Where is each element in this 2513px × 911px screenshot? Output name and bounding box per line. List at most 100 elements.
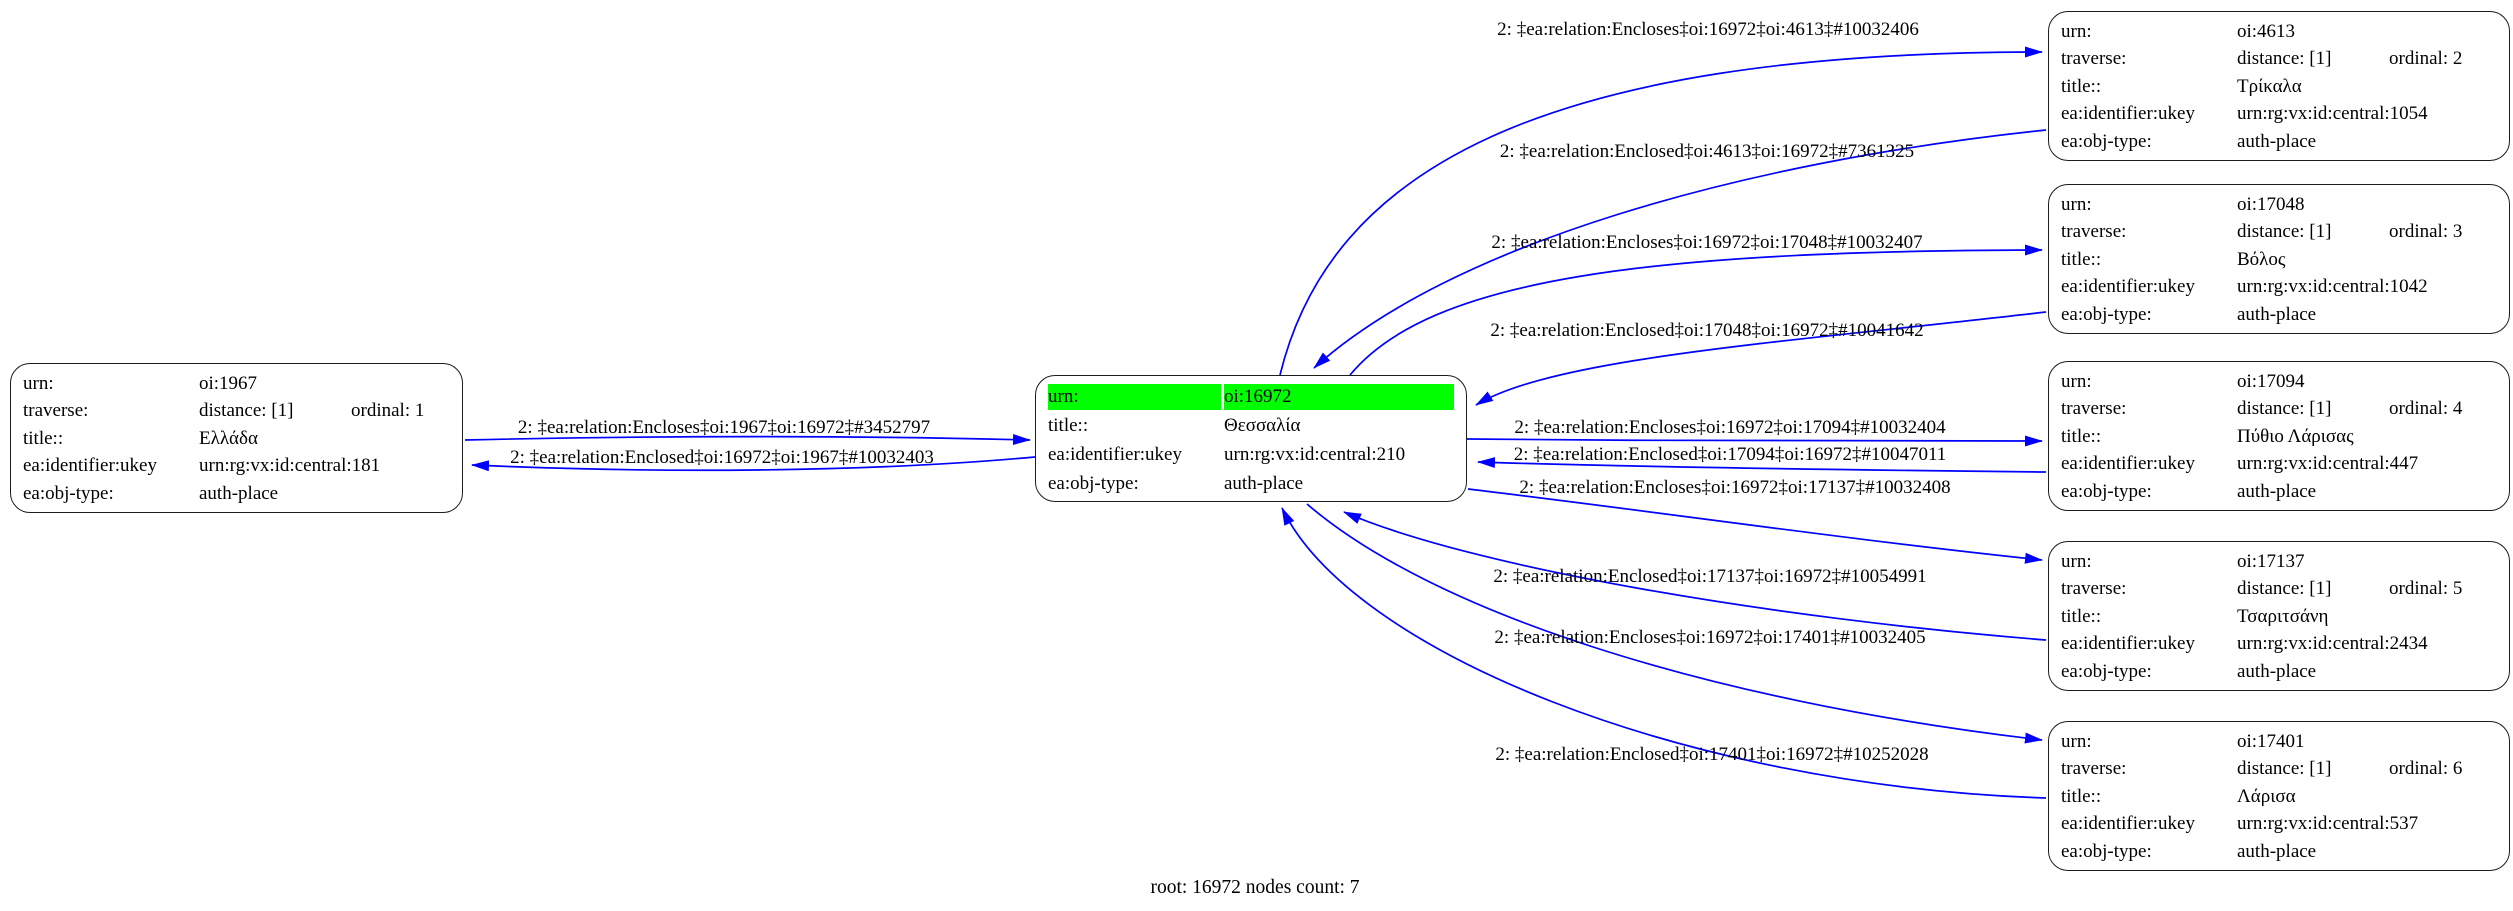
field-value-ukey: urn:rg:vx:id:central:537 xyxy=(2237,813,2419,835)
field-key-urn: urn: xyxy=(1048,383,1221,410)
field-key-title: title:: xyxy=(2061,605,2102,627)
edge-enclosed-17094-16972 xyxy=(1477,457,2047,473)
field-value-objtype: auth-place xyxy=(2237,303,2317,325)
field-key-title: title:: xyxy=(23,427,64,449)
field-value-objtype: auth-place xyxy=(2237,130,2317,152)
edge-enclosed-17048-16972 xyxy=(1475,311,2047,406)
field-value-urn: oi:17401 xyxy=(2237,730,2305,752)
edge-label-enclosed-16972-1967: 2: ‡ea:relation:Enclosed‡oi:16972‡oi:196… xyxy=(510,447,934,468)
node-row-urn: urn: oi:1967 xyxy=(11,370,462,398)
edge-label-encloses-16972-17401: 2: ‡ea:relation:Encloses‡oi:16972‡oi:174… xyxy=(1494,627,1926,648)
edge-enclosed-16972-1967 xyxy=(471,456,1036,472)
field-key-objtype: ea:obj-type: xyxy=(23,482,114,504)
field-key-traverse: traverse: xyxy=(2061,578,2127,600)
edge-enclosed-17137-16972 xyxy=(1343,511,2047,641)
field-value-urn: oi:1967 xyxy=(199,372,258,394)
field-key-ukey: ea:identifier:ukey xyxy=(23,455,157,477)
node-row-objtype: ea:obj-type: auth-place xyxy=(11,480,462,508)
field-value-ordinal: ordinal: 2 xyxy=(2389,48,2463,70)
node-row-title: title:: Θεσσαλία xyxy=(1036,411,1466,440)
node-oi-1967: urn: oi:1967 traverse: distance: [1]ordi… xyxy=(10,363,463,513)
field-key-objtype: ea:obj-type: xyxy=(2061,130,2152,152)
field-value-ordinal: ordinal: 4 xyxy=(2389,398,2463,420)
field-value-ukey: urn:rg:vx:id:central:1054 xyxy=(2237,103,2428,125)
field-key-title: title:: xyxy=(2061,785,2102,807)
field-value-ukey: urn:rg:vx:id:central:181 xyxy=(199,455,381,477)
edge-enclosed-4613-16972 xyxy=(1313,129,2047,369)
graph-caption: root: 16972 nodes count: 7 xyxy=(1150,877,1360,898)
field-key-traverse: traverse: xyxy=(2061,398,2127,420)
field-key-title: title:: xyxy=(1048,414,1089,436)
field-value-ukey: urn:rg:vx:id:central:2434 xyxy=(2237,633,2428,655)
edge-label-encloses-16972-17094: 2: ‡ea:relation:Encloses‡oi:16972‡oi:170… xyxy=(1514,417,1946,438)
field-value-objtype: auth-place xyxy=(2237,840,2317,862)
field-value-title: Τσαριτσάνη xyxy=(2237,605,2329,627)
field-value-ordinal: ordinal: 5 xyxy=(2389,578,2463,600)
field-key-objtype: ea:obj-type: xyxy=(2061,303,2152,325)
field-key-ukey: ea:identifier:ukey xyxy=(2061,813,2195,835)
field-key-objtype: ea:obj-type: xyxy=(2061,480,2152,502)
node-oi-17137: urn: oi:17137 traverse: distance: [1] ordin… xyxy=(2048,541,2510,691)
field-key-objtype: ea:obj-type: xyxy=(1048,472,1139,494)
field-value-ukey: urn:rg:vx:id:central:447 xyxy=(2237,453,2419,475)
field-value-urn: oi:17137 xyxy=(2237,550,2305,572)
edge-label-encloses-16972-17137: 2: ‡ea:relation:Encloses‡oi:16972‡oi:171… xyxy=(1519,477,1951,498)
edge-label-enclosed-17137-16972: 2: ‡ea:relation:Enclosed‡oi:17137‡oi:169… xyxy=(1493,566,1927,587)
field-key-title: title:: xyxy=(2061,248,2102,270)
field-value-title: Τρίκαλα xyxy=(2237,75,2302,97)
field-key-ukey: ea:identifier:ukey xyxy=(2061,633,2195,655)
node-row-urn-highlighted: urn: oi:16972 xyxy=(1036,382,1466,411)
field-value-urn: oi:17094 xyxy=(2237,370,2305,392)
field-value-distance: distance: [1] xyxy=(2237,398,2332,420)
field-value-ordinal: ordinal: 6 xyxy=(2389,758,2463,780)
field-key-urn: urn: xyxy=(2061,193,2092,215)
field-value-objtype: auth-place xyxy=(2237,660,2317,682)
edge-encloses-16972-17094 xyxy=(1466,435,2043,447)
field-key-urn: urn: xyxy=(2061,730,2092,752)
node-oi-4613: urn:oi:4613 traverse:distance: [1]ordina… xyxy=(2048,11,2510,161)
node-row-traverse: traverse: distance: [1]ordinal: 1 xyxy=(11,398,462,426)
field-value-title: Θεσσαλία xyxy=(1224,414,1301,436)
edge-label-enclosed-17401-16972: 2: ‡ea:relation:Enclosed‡oi:17401‡oi:169… xyxy=(1495,744,1929,765)
node-oi-16972: urn: oi:16972 title:: Θεσσαλία ea:identi… xyxy=(1035,375,1467,502)
field-key-ukey: ea:identifier:ukey xyxy=(2061,103,2195,125)
field-value-urn: oi:16972 xyxy=(1224,383,1454,410)
edge-label-enclosed-17048-16972: 2: ‡ea:relation:Enclosed‡oi:17048‡oi:169… xyxy=(1490,320,1924,341)
field-value-distance: distance: [1] xyxy=(2237,48,2332,70)
edge-label-enclosed-17094-16972: 2: ‡ea:relation:Enclosed‡oi:17094‡oi:169… xyxy=(1513,444,1947,465)
field-value-title: Ελλάδα xyxy=(199,427,258,449)
edge-encloses-16972-17137 xyxy=(1467,488,2043,564)
field-value-distance: distance: [1] xyxy=(199,400,294,422)
field-value-objtype: auth-place xyxy=(199,482,279,504)
field-value-urn: oi:17048 xyxy=(2237,193,2305,215)
node-oi-17094: urn: oi:17094 traverse: distance: [1] ordin… xyxy=(2048,361,2510,511)
field-key-urn: urn: xyxy=(2061,20,2092,42)
field-key-ukey: ea:identifier:ukey xyxy=(2061,453,2195,475)
field-value-ukey: urn:rg:vx:id:central:210 xyxy=(1224,443,1406,465)
edge-label-encloses-1967-16972: 2: ‡ea:relation:Encloses‡oi:1967‡oi:1697… xyxy=(517,417,931,438)
field-key-title: title:: xyxy=(2061,75,2102,97)
field-value-distance: distance: [1] xyxy=(2237,758,2332,780)
edge-label-enclosed-4613-16972: 2: ‡ea:relation:Enclosed‡oi:4613‡oi:1697… xyxy=(1499,141,1915,162)
edge-encloses-1967-16972 xyxy=(464,434,1031,446)
edge-encloses-16972-4613 xyxy=(1279,46,2043,376)
field-value-title: Βόλος xyxy=(2237,248,2286,270)
field-value-distance: distance: [1] xyxy=(2237,578,2332,600)
edge-label-encloses-16972-17048: 2: ‡ea:relation:Encloses‡oi:16972‡oi:170… xyxy=(1491,232,1923,253)
field-key-urn: urn: xyxy=(2061,370,2092,392)
edge-encloses-16972-17048 xyxy=(1349,244,2043,376)
edge-encloses-16972-17401 xyxy=(1306,503,2043,744)
node-row-objtype: ea:obj-type: auth-place xyxy=(1036,469,1466,498)
node-row-ukey: ea:identifier:ukey urn:rg:vx:id:central:… xyxy=(1036,440,1466,469)
field-value-title: Πύθιο Λάρισας xyxy=(2237,425,2354,447)
node-oi-17401: urn:oi:17401 traverse:distance: [1]ordin… xyxy=(2048,721,2510,871)
field-value-distance: distance: [1] xyxy=(2237,221,2332,243)
node-row-title: title:: Ελλάδα xyxy=(11,425,462,453)
node-oi-17048: urn:oi:17048 traverse:distance: [1]ordin… xyxy=(2048,184,2510,334)
field-key-urn: urn: xyxy=(2061,550,2092,572)
field-key-ukey: ea:identifier:ukey xyxy=(1048,443,1182,465)
field-key-title: title:: xyxy=(2061,425,2102,447)
field-value-objtype: auth-place xyxy=(2237,480,2317,502)
field-value-ukey: urn:rg:vx:id:central:1042 xyxy=(2237,276,2428,298)
field-key-traverse: traverse: xyxy=(2061,221,2127,243)
